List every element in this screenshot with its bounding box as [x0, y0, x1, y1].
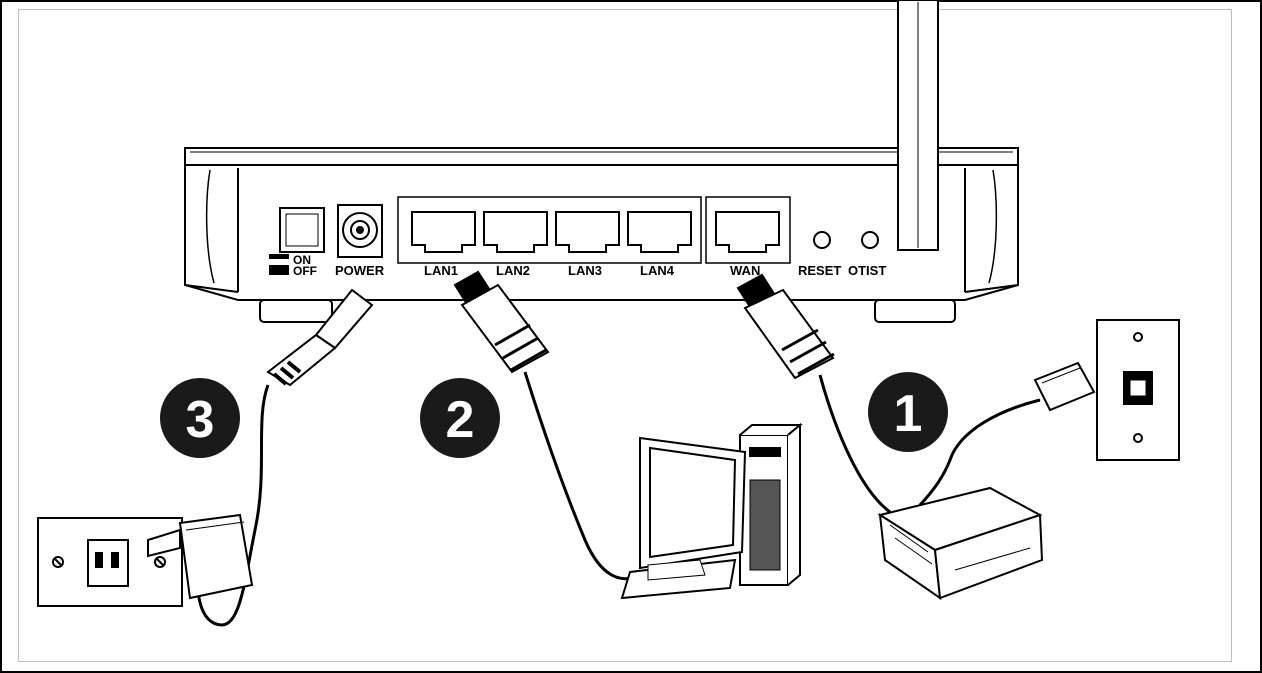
power-plug: [266, 288, 374, 387]
wan-label: WAN: [730, 263, 760, 278]
lan2-label: LAN2: [496, 263, 530, 278]
step-badge-2: 2: [420, 378, 500, 458]
power-switch: [269, 207, 325, 275]
step-1-number: 1: [894, 385, 923, 443]
lan1-label: LAN1: [424, 263, 458, 278]
power-jack: [337, 204, 383, 258]
phone-cable-plug: [1033, 361, 1096, 412]
wan-cable: [818, 374, 891, 514]
lan3-port: [555, 211, 620, 253]
otist-label: OTIST: [848, 263, 886, 278]
step-badge-1: 1: [868, 372, 948, 452]
step-2-number: 2: [446, 391, 475, 449]
lan1-port: [411, 211, 476, 253]
antenna: [897, 0, 939, 251]
otist-button-hole: [861, 231, 879, 249]
wan-group-box: [705, 196, 791, 264]
on-label: ON: [293, 253, 311, 267]
figure-inner-border: [18, 9, 1232, 662]
lan2-port: [483, 211, 548, 253]
lan4-label: LAN4: [640, 263, 675, 278]
phone-wall-jack: [1096, 319, 1180, 461]
wan-port: [715, 211, 780, 253]
lan4-port: [627, 211, 692, 253]
reset-label: RESET: [798, 263, 841, 278]
power-outlet: [37, 517, 183, 607]
phone-cable: [918, 398, 1041, 507]
reset-button-hole: [813, 231, 831, 249]
step-badge-3: 3: [160, 378, 240, 458]
step-3-number: 3: [186, 391, 215, 449]
power-adapter: [147, 513, 254, 600]
desktop-computer: [620, 422, 803, 600]
modem: [877, 486, 1044, 601]
lan-cable-plug: [453, 270, 550, 374]
wan-cable-plug: [736, 273, 835, 380]
power-label: POWER: [335, 263, 385, 278]
lan-group-box: [397, 196, 702, 264]
off-label: OFF: [293, 264, 317, 278]
lan-cable: [523, 371, 641, 581]
lan3-label: LAN3: [568, 263, 602, 278]
